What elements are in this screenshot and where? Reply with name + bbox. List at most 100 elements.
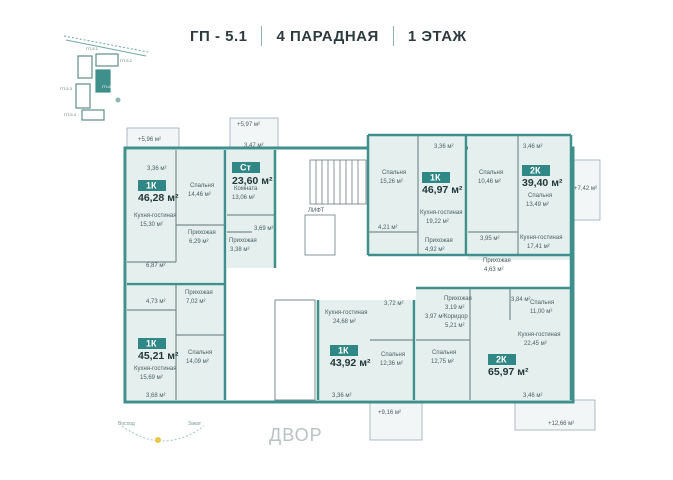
room-area: 7,02 м² — [186, 299, 205, 305]
sunrise-label: Восход — [118, 421, 135, 427]
room-area: 4,92 м² — [425, 247, 444, 253]
apartment-type: 1К — [146, 181, 157, 191]
room-name: Кухня-гостиная — [134, 213, 176, 219]
entrance-label: 4 ПАРАДНАЯ — [276, 27, 379, 45]
small-area: 3,46 м² — [523, 393, 542, 399]
apartment-area: 23,60 м² — [232, 175, 273, 187]
floor-label: 1 ЭТАЖ — [407, 27, 467, 45]
small-area: 3,36 м² — [434, 144, 453, 150]
apartment-1k-46-97[interactable] — [368, 135, 466, 255]
minimap-label: ГП-6.1 — [102, 84, 115, 89]
minimap-label: ГП-5.2 — [120, 58, 133, 63]
site-minimap: ГП-5.1 ГП-5.2 ГП-5.3 ГП-5.4 ГП-6.1 — [60, 35, 149, 121]
apartment-type: 2К — [530, 166, 541, 176]
room-area: 13,06 м² — [232, 195, 255, 201]
sunset-label: Закат — [188, 421, 202, 427]
room-area: 6,29 м² — [189, 239, 208, 245]
small-area: 3,68 м² — [146, 393, 165, 399]
room-name: Спальня — [382, 170, 406, 176]
small-area: 3,69 м² — [254, 226, 273, 232]
room-name: Спальня — [381, 352, 405, 358]
room-area: 22,45 м² — [524, 341, 547, 347]
small-area: 3,72 м² — [384, 301, 403, 307]
lift-shaft — [304, 214, 336, 256]
balcony-labels: +5,96 м² +5,97 м² +7,42 м² +9,16 м² +12,… — [138, 122, 597, 427]
room-area: 24,68 м² — [333, 319, 356, 325]
room-name: Прихожая — [188, 230, 216, 236]
minimap-label: ГП-5.3 — [60, 86, 73, 91]
room-name: Комната — [234, 186, 258, 192]
room-area: 19,22 м² — [426, 219, 449, 225]
balcony-area: +5,96 м² — [138, 137, 161, 143]
room-name: Прихожая — [229, 238, 257, 244]
apartment-type: Ст — [240, 163, 251, 173]
room-name: Кухня-гостиная — [520, 235, 562, 241]
apartment-badge — [422, 172, 450, 183]
room-area: 12,75 м² — [431, 359, 454, 365]
balcony-area: +12,66 м² — [548, 421, 574, 427]
room-area: 15,30 м² — [140, 222, 163, 228]
apartment-area: 43,92 м² — [330, 357, 371, 369]
room-name: Коридор — [444, 314, 468, 320]
room-name: Спальня — [432, 350, 456, 356]
room-name: Кухня-гостиная — [325, 310, 367, 316]
balcony-area: +5,97 м² — [237, 122, 260, 128]
apartment-badge — [330, 345, 358, 356]
apartment-badge — [488, 354, 516, 365]
small-area: 3,47 м² — [244, 143, 263, 149]
room-name: Прихожая — [425, 238, 453, 244]
stairwell — [309, 159, 367, 205]
apartment-badge — [522, 165, 550, 176]
room-area: 10,46 м² — [478, 179, 501, 185]
room-name: Спальня — [479, 170, 503, 176]
small-area: 3,84 м² — [511, 297, 530, 303]
small-area: 6,87 м² — [146, 263, 165, 269]
apartment-area: 46,28 м² — [138, 192, 179, 204]
room-area: 17,41 м² — [527, 244, 550, 250]
exterior-walls — [127, 133, 573, 400]
room-area: 3,19 м² — [445, 305, 464, 311]
room-area: 14,09 м² — [186, 359, 209, 365]
apartment-area: 46,97 м² — [422, 184, 463, 196]
interior-walls — [127, 135, 519, 400]
apartment-type: 1К — [146, 339, 157, 349]
balcony-area: +7,42 м² — [574, 186, 597, 192]
room-name: Кухня-гостиная — [420, 210, 462, 216]
apartment-area: 39,40 м² — [522, 177, 563, 189]
balcony — [514, 399, 596, 431]
apartment-2k-65-97[interactable] — [416, 288, 571, 400]
sun-path-icon: Восход Закат — [118, 421, 205, 443]
room-name: Спальня — [530, 300, 554, 306]
small-area: 3,36 м² — [147, 166, 166, 172]
apartment-badge — [138, 180, 166, 191]
small-area: 3,95 м² — [480, 236, 499, 242]
room-name: Спальня — [188, 350, 212, 356]
room-area: 12,36 м² — [380, 361, 403, 367]
room-name: Кухня-гостиная — [518, 332, 560, 338]
small-area: 3,46 м² — [523, 144, 542, 150]
apartment-badge — [138, 338, 166, 349]
apartment-type: 1К — [338, 346, 349, 356]
apartment-type: 1К — [430, 173, 441, 183]
apartment-area: 65,97 м² — [488, 366, 529, 378]
room-area: 14,46 м² — [188, 192, 211, 198]
small-area: 3,97 м² — [425, 314, 444, 320]
room-name: Кухня-гостиная — [134, 366, 176, 372]
room-area: 15,26 м² — [380, 179, 403, 185]
apartment-badge — [232, 162, 260, 173]
small-area: 4,21 м² — [378, 225, 397, 231]
room-name: Прихожая — [483, 258, 511, 264]
room-name: Прихожая — [444, 296, 472, 302]
corridor — [274, 299, 316, 401]
room-area: 3,38 м² — [230, 247, 249, 253]
room-name: Прихожая — [185, 290, 213, 296]
header: ГП - 5.1 4 ПАРАДНАЯ 1 ЭТАЖ — [190, 24, 467, 48]
header-divider — [261, 26, 263, 46]
courtyard-label: ДВОР — [269, 425, 323, 445]
room-area: 4,63 м² — [484, 267, 503, 273]
apartment-area: 45,21 м² — [138, 350, 179, 362]
apartment-2k-39-40[interactable] — [468, 135, 571, 260]
balcony — [369, 399, 423, 441]
building-label: ГП - 5.1 — [190, 27, 248, 45]
